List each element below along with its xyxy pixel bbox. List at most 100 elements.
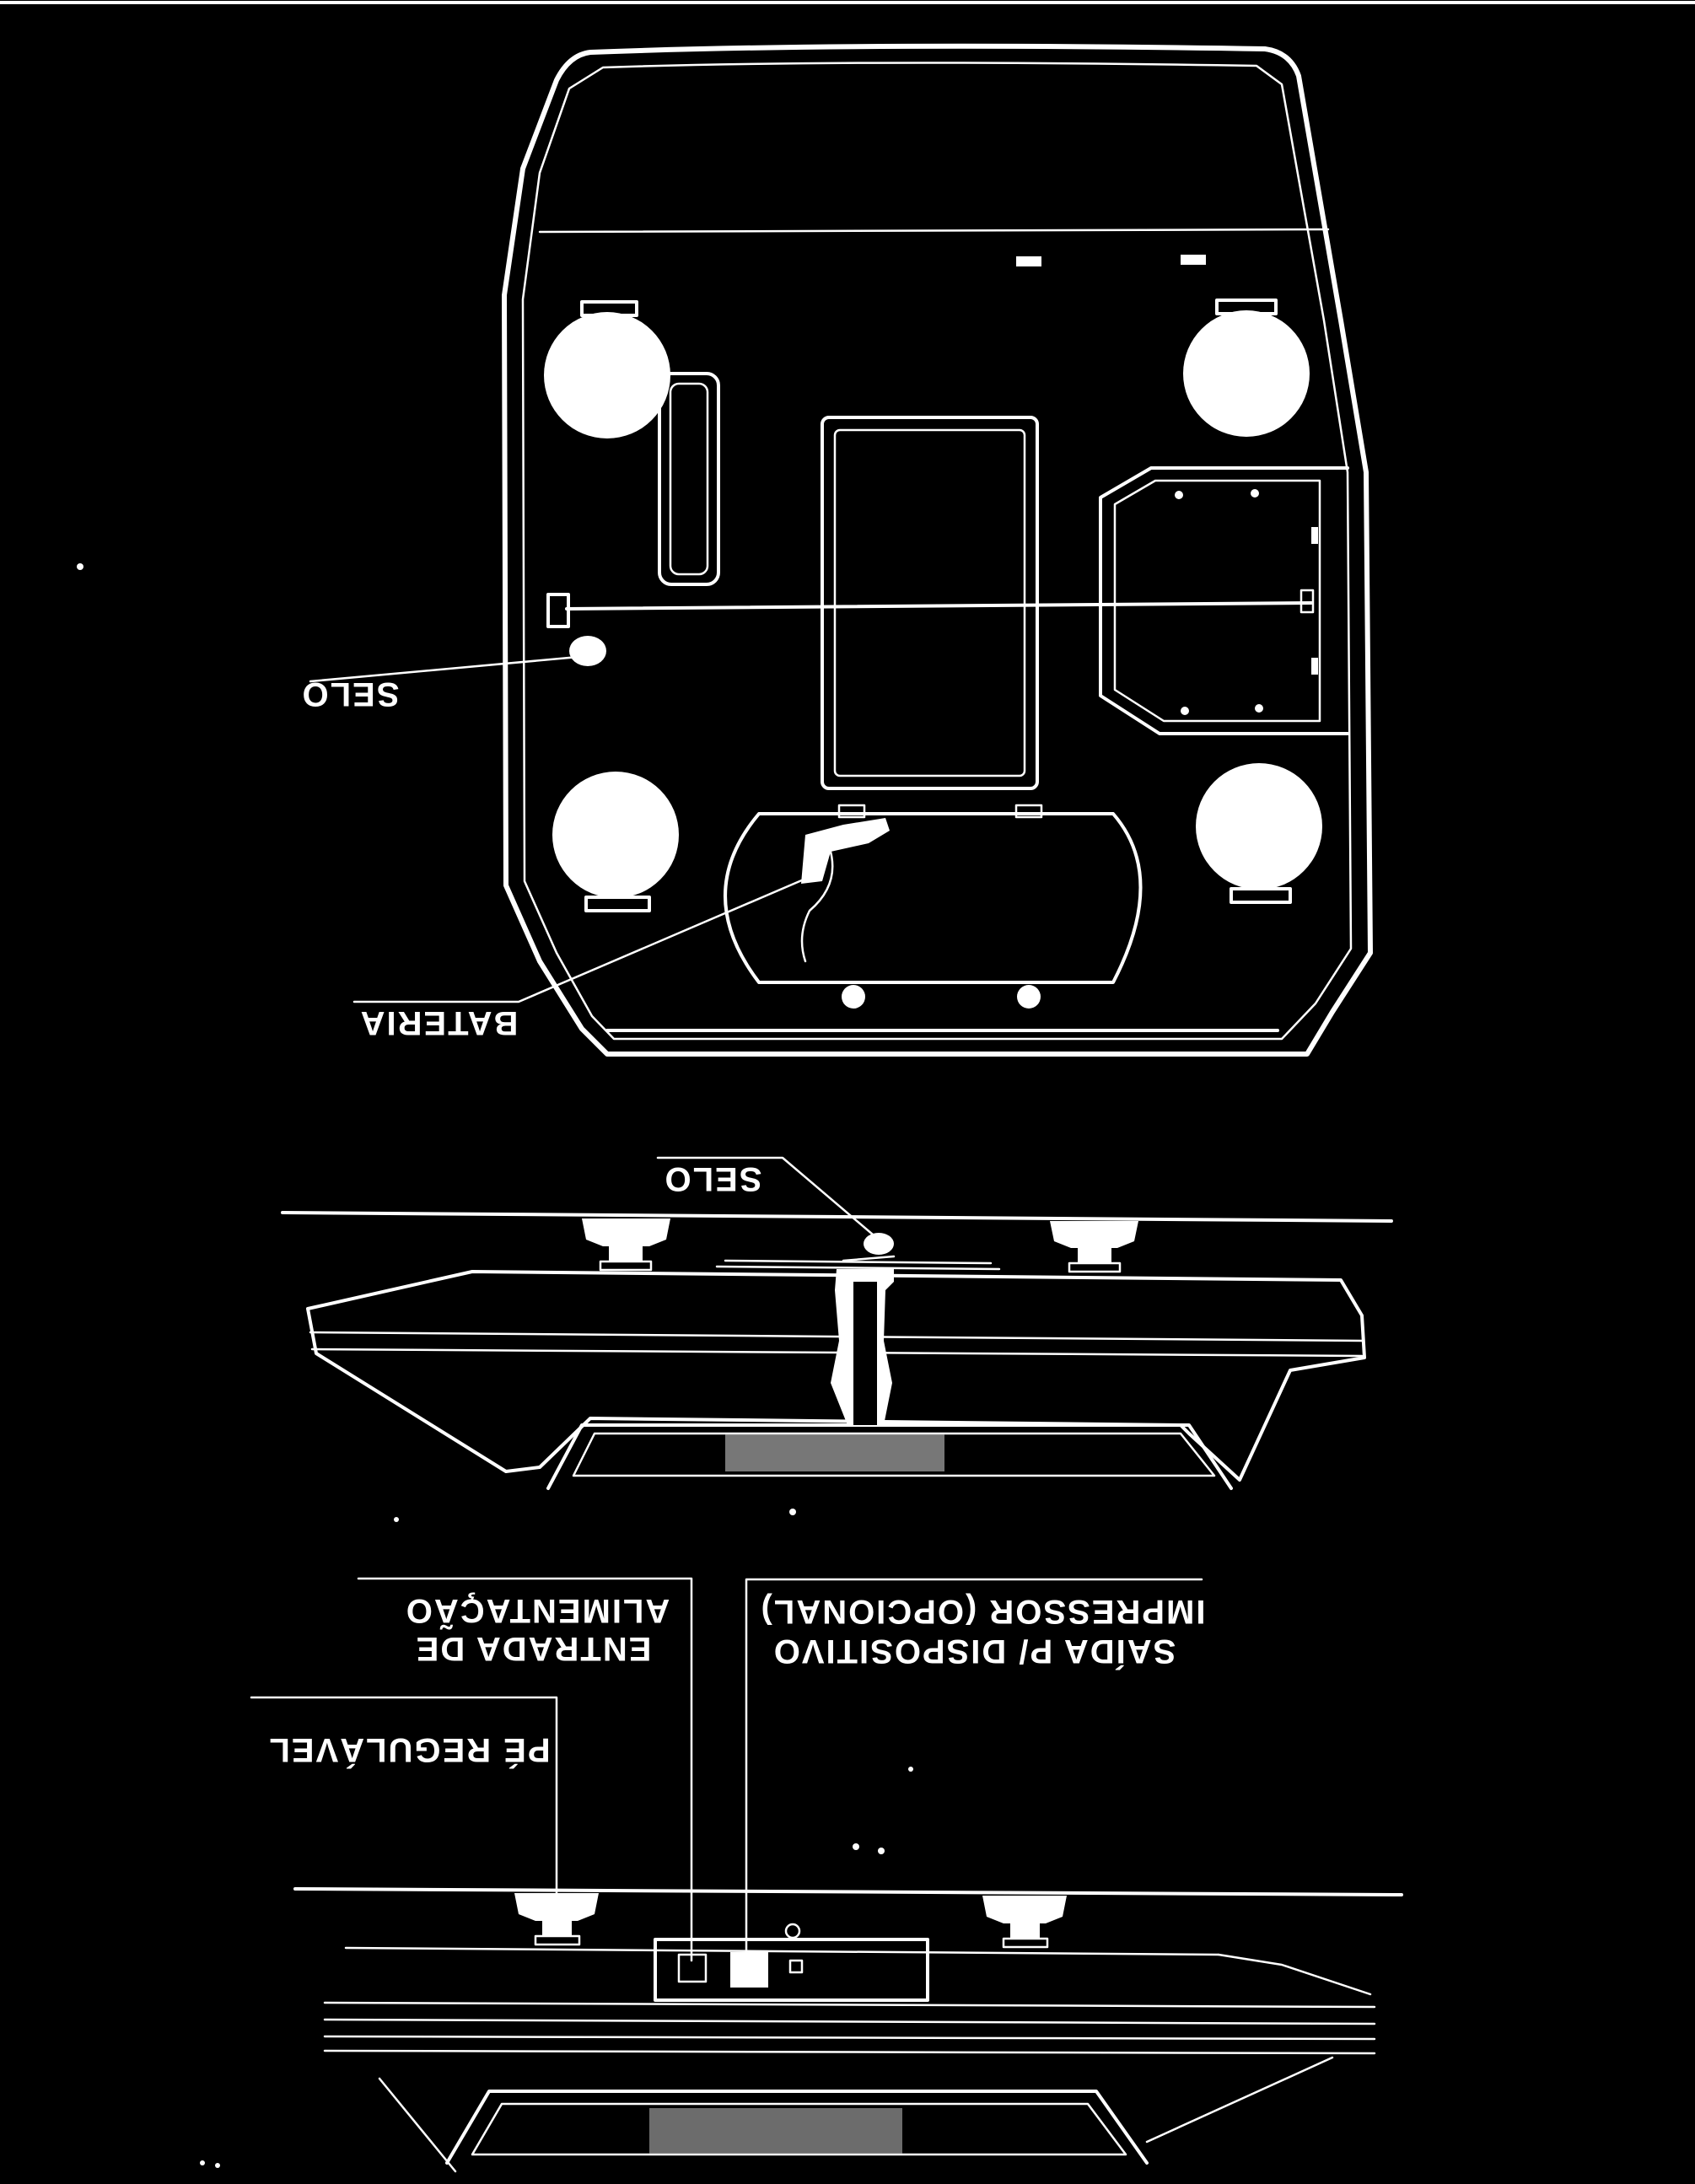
- selo-leader-line: [309, 654, 589, 683]
- rear-foot-right-nut: [1002, 1937, 1049, 1949]
- screw: [1255, 704, 1263, 713]
- dot: [200, 2160, 205, 2165]
- platform-shade: [725, 1434, 944, 1471]
- rear-platform-shade: [649, 2108, 902, 2154]
- rear-body-edge: [1217, 1953, 1372, 1996]
- platform: [546, 1423, 1233, 1490]
- foot-bracket: [584, 896, 651, 912]
- label-saida-2: IMPRESSOR (OPCIONAL): [760, 1593, 1206, 1630]
- seal-clip-right: [1300, 589, 1315, 614]
- handle-slot-inner: [669, 382, 709, 576]
- foot-bracket: [580, 300, 638, 317]
- foot-left-side: [582, 1218, 670, 1246]
- rear-body-line: [323, 2035, 1376, 2041]
- label-entrada-1: ENTRADA DE: [415, 1630, 652, 1667]
- seal-side: [864, 1233, 894, 1255]
- inner-shell: [521, 62, 1353, 1041]
- label-saida-1: SAÍDA P/ DISPOSITIVO: [772, 1633, 1176, 1670]
- center-panel: [821, 416, 1039, 790]
- pe-leader-line: [250, 1696, 558, 1899]
- battery-screw: [1017, 985, 1041, 1009]
- foot-bottom-right: [1196, 763, 1322, 890]
- side-section-view: SELO: [77, 563, 1393, 1522]
- foot-left-nut: [599, 1260, 653, 1272]
- foot-right-stem: [1078, 1248, 1111, 1263]
- power-input-connector: [677, 1953, 708, 1983]
- rear-foot-left-nut: [534, 1934, 581, 1946]
- seal-wire-side: [842, 1255, 896, 1262]
- foot-bottom-left: [552, 772, 679, 898]
- panel-indicator: [788, 1959, 804, 1974]
- entrada-leader-line: [357, 1577, 693, 1962]
- seal-wire: [565, 601, 1313, 611]
- dot: [878, 1848, 885, 1854]
- foot-bracket: [1230, 887, 1292, 904]
- rear-foot-right: [982, 1896, 1067, 1923]
- handle-slot: [658, 372, 720, 586]
- rear-edge: [1145, 2056, 1334, 2144]
- dot: [215, 2163, 220, 2168]
- tab: [1016, 256, 1041, 266]
- battery-break-line: [800, 850, 834, 963]
- label-selo-top: SELO: [301, 675, 400, 713]
- label-selo-side: SELO: [664, 1160, 762, 1197]
- top-plate: [724, 1259, 993, 1265]
- latch: [1311, 527, 1318, 544]
- foot-left-stem: [609, 1246, 643, 1261]
- panel-knob: [784, 1923, 801, 1939]
- rear-foot-left: [514, 1893, 599, 1921]
- center-panel-inner: [833, 428, 1026, 777]
- battery-tab: [1014, 804, 1043, 819]
- battery-tab: [837, 804, 866, 819]
- battery-screw: [842, 985, 865, 1009]
- tab: [1181, 255, 1206, 265]
- dot: [789, 1509, 796, 1515]
- rear-body-line: [344, 1946, 1220, 1956]
- battery-compartment: [724, 812, 1143, 984]
- selo-side-leader: [656, 1156, 880, 1241]
- foot-top-right: [1183, 310, 1310, 437]
- side-cover: [1099, 466, 1349, 735]
- outer-shell: [502, 43, 1373, 1057]
- dot: [908, 1767, 913, 1772]
- connector-panel: [654, 1938, 929, 2002]
- dot: [853, 1843, 859, 1850]
- rear-floor-line: [293, 1887, 1403, 1896]
- rear-body-line: [323, 2018, 1376, 2025]
- floor-line: [281, 1211, 1393, 1223]
- top-plate: [715, 1265, 1001, 1271]
- body-profile: [306, 1270, 1366, 1482]
- seal-body: [569, 636, 606, 666]
- dot: [394, 1517, 399, 1522]
- foot-top-left: [544, 312, 670, 438]
- cover-band-line: [538, 228, 1330, 234]
- label-bateria: BATERIA: [359, 1004, 519, 1041]
- screw: [1181, 707, 1189, 715]
- column-core: [853, 1282, 877, 1425]
- rear-body-line: [323, 2049, 1376, 2055]
- foot-right-side: [1050, 1221, 1138, 1248]
- screw: [1175, 491, 1183, 499]
- bateria-leader-line: [352, 875, 811, 1003]
- foot-bracket: [1215, 299, 1278, 315]
- rear-platform: [445, 2090, 1149, 2165]
- side-cover-inner: [1113, 479, 1321, 723]
- foot-right-nut: [1068, 1261, 1122, 1273]
- rear-foot-left-stem: [542, 1921, 572, 1936]
- saida-leader-line: [745, 1578, 1203, 1962]
- body-seam: [309, 1331, 1364, 1342]
- battery-cutaway: [801, 818, 890, 884]
- label-pe-regulavel: PÉ REGULÁVEL: [267, 1731, 550, 1769]
- label-entrada-2: ALIMENTAÇÃO: [405, 1592, 670, 1631]
- latch: [1311, 658, 1318, 675]
- seal-clip: [546, 593, 570, 628]
- rear-view: PÉ REGULÁVEL ENTRADA DE ALIMENTAÇÃO SAÍD…: [200, 1577, 1403, 2173]
- bottom-view: SELO BATERIA: [301, 43, 1373, 1057]
- rear-platform-inner: [471, 2102, 1127, 2156]
- rear-body-line: [323, 2001, 1376, 2009]
- rear-foot-right-stem: [1010, 1923, 1040, 1939]
- platform-inner: [572, 1432, 1216, 1477]
- screw: [1251, 489, 1259, 498]
- dot: [77, 563, 83, 570]
